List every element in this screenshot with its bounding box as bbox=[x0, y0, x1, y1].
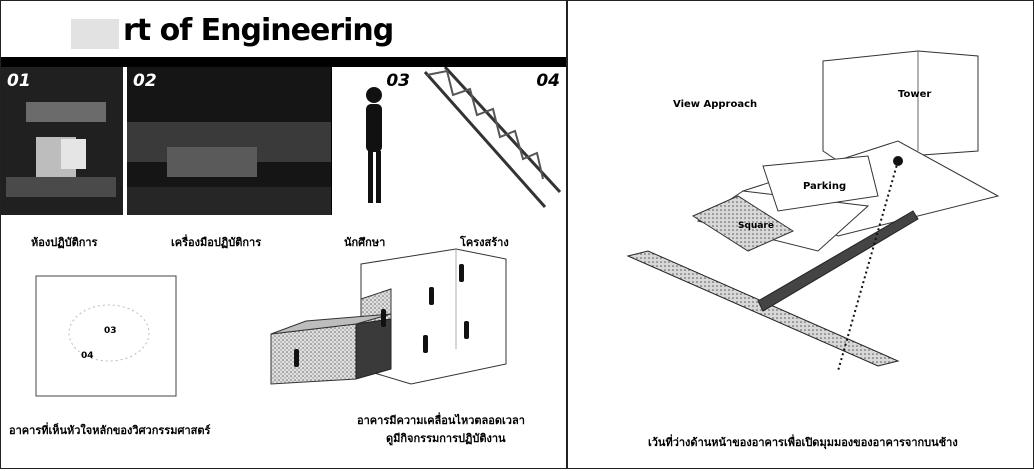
equipment-photo-image bbox=[127, 67, 331, 215]
photo-lab: 01 bbox=[1, 67, 123, 215]
label-square: Square bbox=[738, 221, 774, 231]
caption-plan: อาคารที่เห็นหัวใจหลักของวิศวกรรมศาสตร์ bbox=[9, 421, 210, 439]
photo-number: 04 bbox=[536, 71, 560, 91]
caption-right: เว้นที่ว่างด้านหน้าของอาคารเพื่อเปิดมุมม… bbox=[648, 433, 958, 451]
label-tower: Tower bbox=[898, 89, 931, 100]
left-panel: rt of Engineering 01 02 03 bbox=[0, 0, 567, 469]
right-panel: View Approach Tower Parking Square เว้นท… bbox=[567, 0, 1034, 469]
photo-structure: 04 bbox=[415, 67, 566, 215]
plan-label-04: 04 bbox=[81, 351, 94, 361]
isometric-building bbox=[266, 239, 516, 389]
caption-equipment: เครื่องมือปฏิบัติการ bbox=[171, 233, 261, 251]
site-axonometric-diagram bbox=[568, 1, 1034, 469]
photo-number: 02 bbox=[133, 71, 157, 91]
label-parking: Parking bbox=[803, 181, 846, 192]
photo-equipment: 02 bbox=[127, 67, 331, 215]
caption-building-line1: อาคารมีความเคลื่อนไหวตลอดเวลา bbox=[357, 411, 525, 429]
page-title: rt of Engineering bbox=[123, 13, 393, 48]
photo-number: 03 bbox=[386, 71, 410, 91]
plan-label-03: 03 bbox=[104, 326, 117, 336]
label-view-approach: View Approach bbox=[673, 99, 757, 110]
site-plan-diagram bbox=[31, 271, 181, 401]
title-banner: rt of Engineering bbox=[1, 1, 567, 61]
photo-student: 03 bbox=[331, 67, 417, 215]
caption-lab: ห้องปฏิบัติการ bbox=[31, 233, 97, 251]
caption-building-line2: ดูมีกิจกรรมการปฏิบัติงาน bbox=[386, 429, 506, 447]
title-smudge bbox=[1, 1, 131, 57]
photo-number: 01 bbox=[7, 71, 31, 91]
title-underline bbox=[1, 57, 567, 67]
